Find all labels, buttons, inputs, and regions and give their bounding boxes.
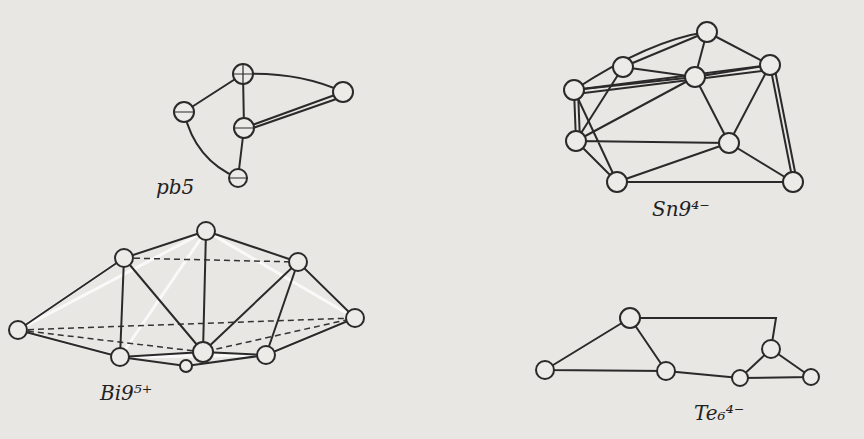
te6-cluster [536, 308, 819, 386]
formula-label: Bi9⁵⁺ [100, 382, 152, 404]
bi9-cluster [9, 222, 364, 372]
sn9-cluster [564, 22, 803, 192]
formula-label: Sn9⁴⁻ [652, 198, 710, 220]
formula-label: pb5 [156, 176, 194, 198]
formula-label: Te₆⁴⁻ [694, 402, 744, 424]
pb5-cluster [174, 64, 353, 187]
